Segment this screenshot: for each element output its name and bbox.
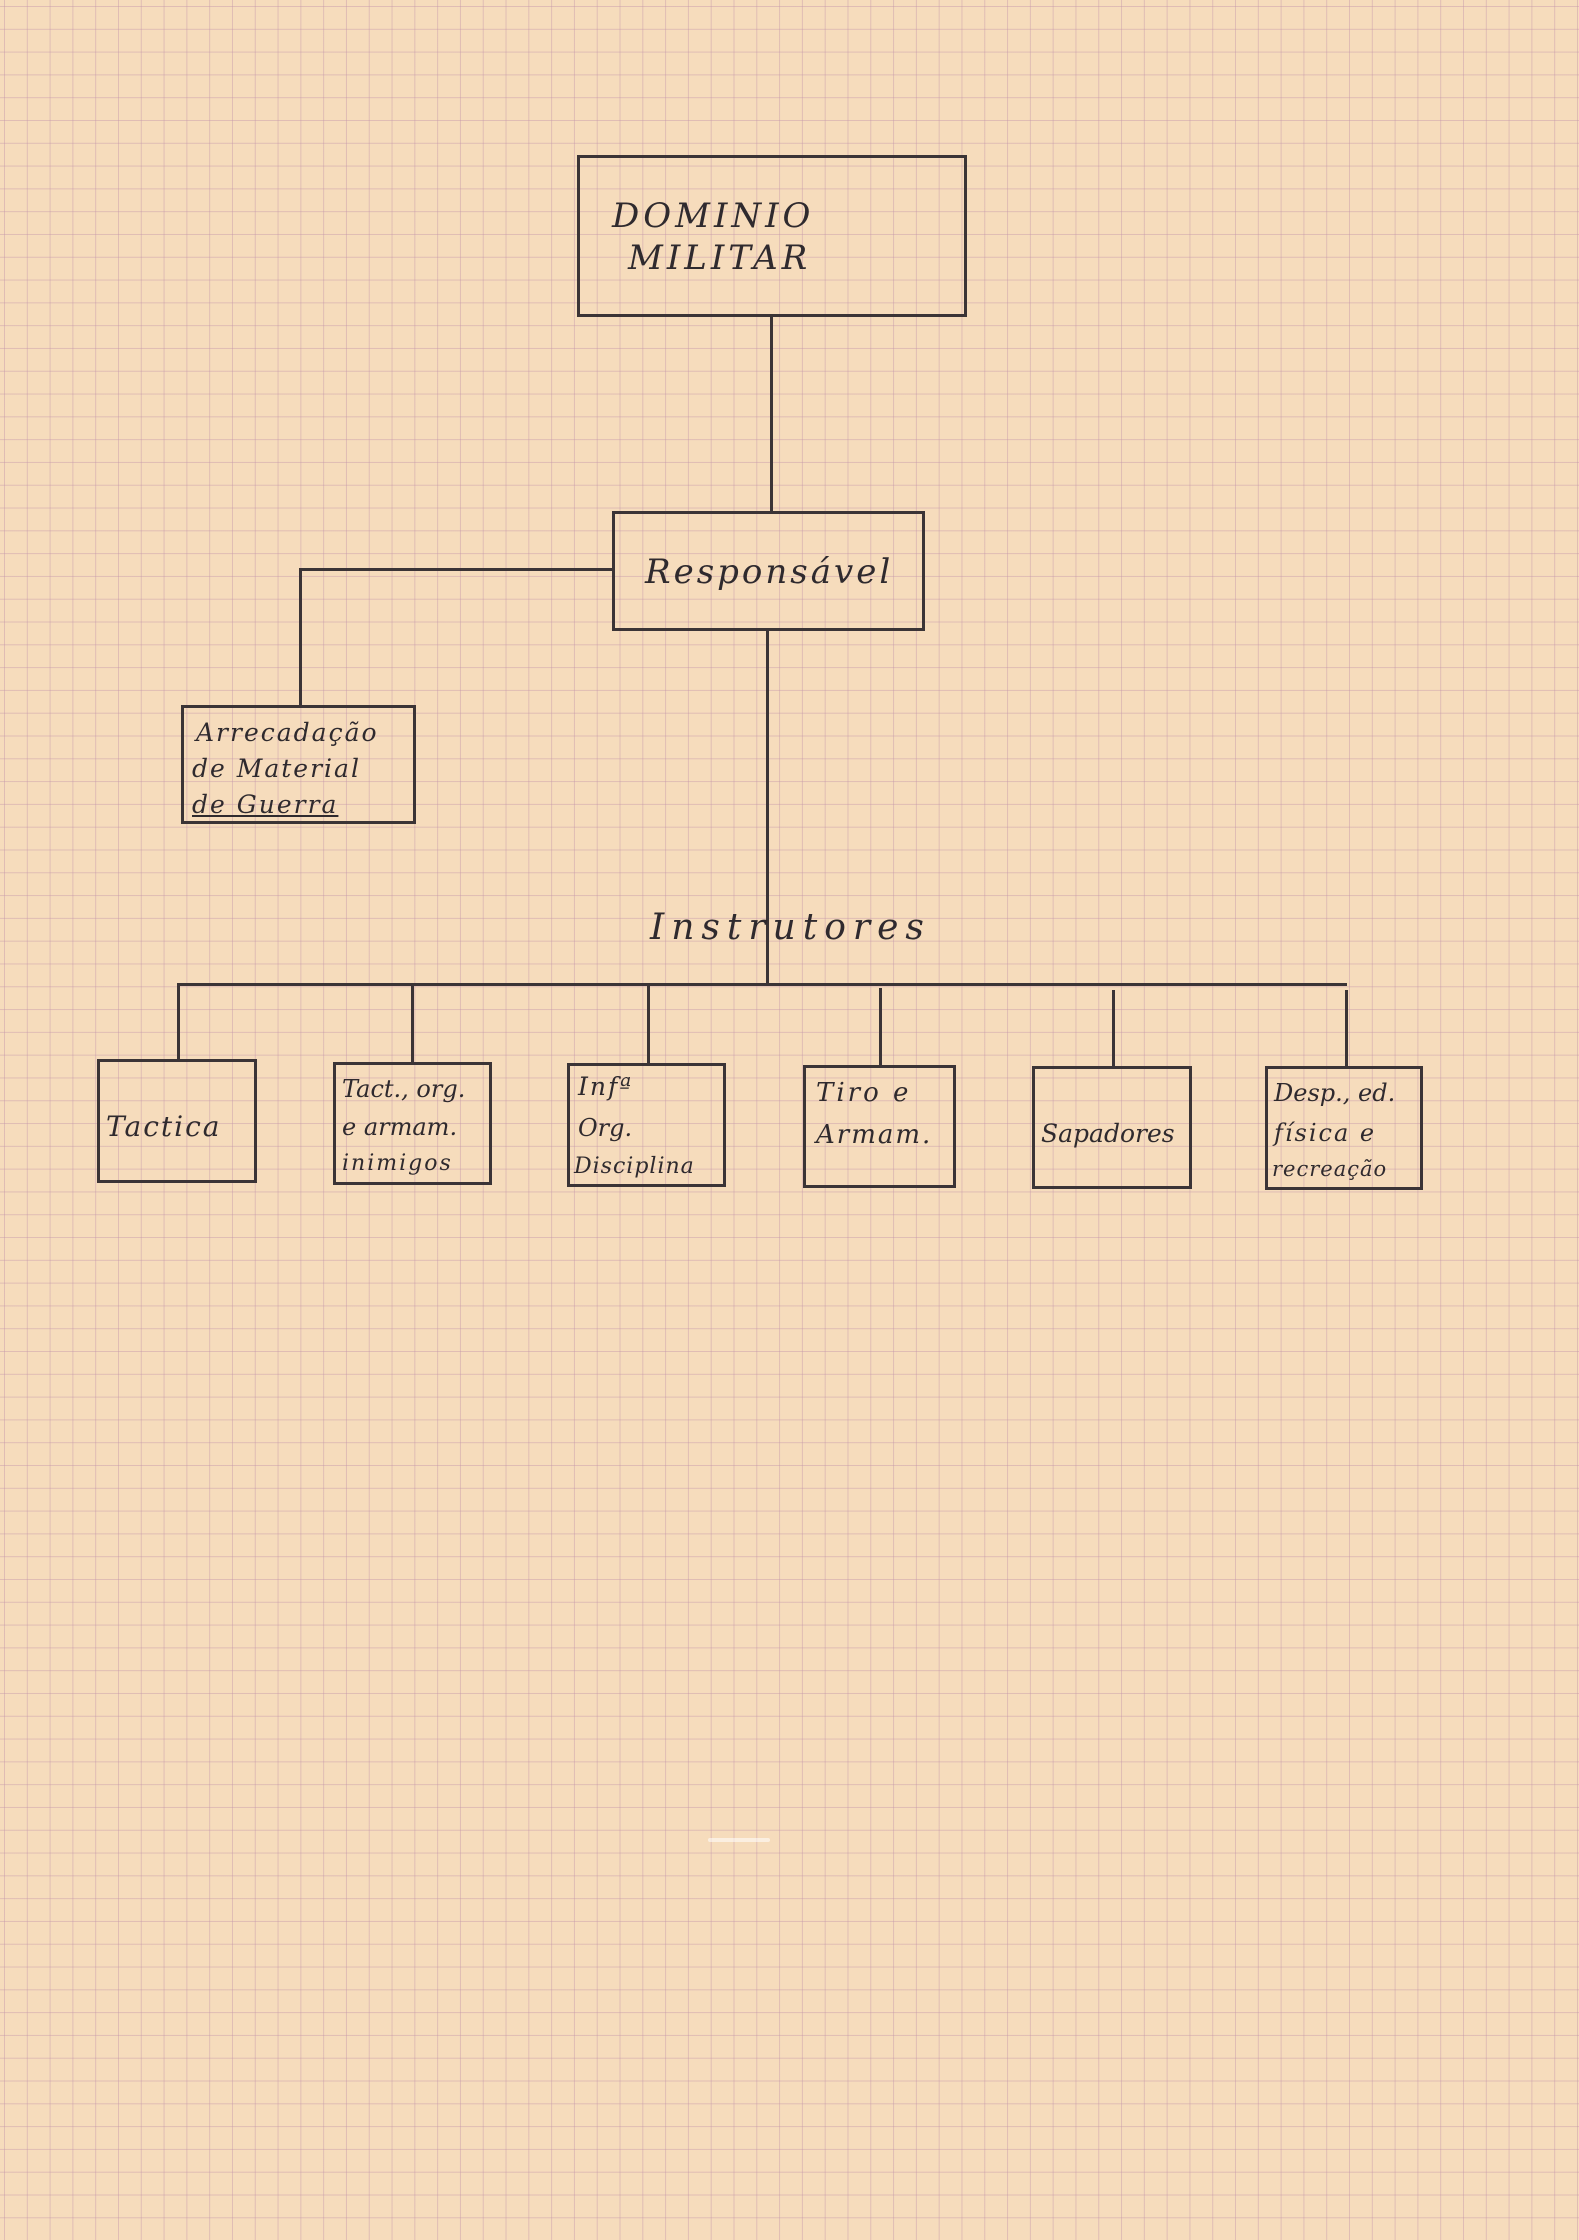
responsible-node-label: Responsável: [645, 552, 894, 592]
connector-child-3: [647, 985, 650, 1065]
child-node-line1: Desp., ed.: [1274, 1079, 1396, 1107]
child-node-tact-org-armam: Tact., org. e armam. inimigos: [333, 1062, 492, 1185]
connector-responsible-bus: [766, 631, 769, 986]
connector-child-6: [1345, 990, 1348, 1068]
responsible-node-box: Responsável: [612, 511, 925, 631]
child-node-line3: Disciplina: [574, 1154, 695, 1179]
side-node-line3: de Guerra: [192, 790, 339, 819]
root-node-line1: DOMINIO: [612, 196, 815, 236]
child-node-line1: Sapadores: [1041, 1119, 1175, 1148]
side-node-line1: Arrecadação: [196, 718, 379, 747]
paper-crease-mark: [708, 1838, 770, 1842]
connector-responsible-side-vertical: [299, 568, 302, 707]
connector-child-1: [177, 983, 180, 1061]
child-node-line1: Tactica: [106, 1110, 222, 1143]
root-node-line2: MILITAR: [628, 238, 812, 278]
child-node-line1: Tiro e: [816, 1078, 912, 1108]
child-node-desp-ed-fisica: Desp., ed. física e recreação: [1265, 1066, 1423, 1190]
side-node-line2: de Material: [192, 754, 361, 783]
child-node-line2: física e: [1274, 1119, 1377, 1147]
side-node-box: Arrecadação de Material de Guerra: [181, 705, 416, 824]
child-node-line3: recreação: [1272, 1157, 1388, 1181]
child-node-line2: e armam.: [342, 1113, 458, 1141]
child-node-line1: Tact., org.: [342, 1075, 466, 1103]
child-node-sapadores: Sapadores: [1032, 1066, 1192, 1189]
child-node-line2: Armam.: [816, 1120, 933, 1150]
child-node-tiro-armam: Tiro e Armam.: [803, 1065, 956, 1188]
connector-responsible-side-horizontal: [299, 568, 612, 571]
connector-root-responsible: [770, 317, 773, 512]
child-node-line2: Org.: [578, 1114, 633, 1142]
child-node-line1: Infª: [578, 1072, 634, 1101]
children-bus-line: [177, 983, 1347, 986]
connector-child-2: [411, 983, 414, 1063]
child-node-tactica: Tactica: [97, 1059, 257, 1183]
connector-child-5: [1112, 990, 1115, 1068]
child-node-inf-org-disciplina: Infª Org. Disciplina: [567, 1063, 726, 1187]
root-node-box: DOMINIO MILITAR: [577, 155, 967, 317]
child-node-line3: inimigos: [342, 1151, 453, 1176]
group-label-instrutores: Instrutores: [650, 907, 931, 948]
connector-child-4: [879, 988, 882, 1068]
